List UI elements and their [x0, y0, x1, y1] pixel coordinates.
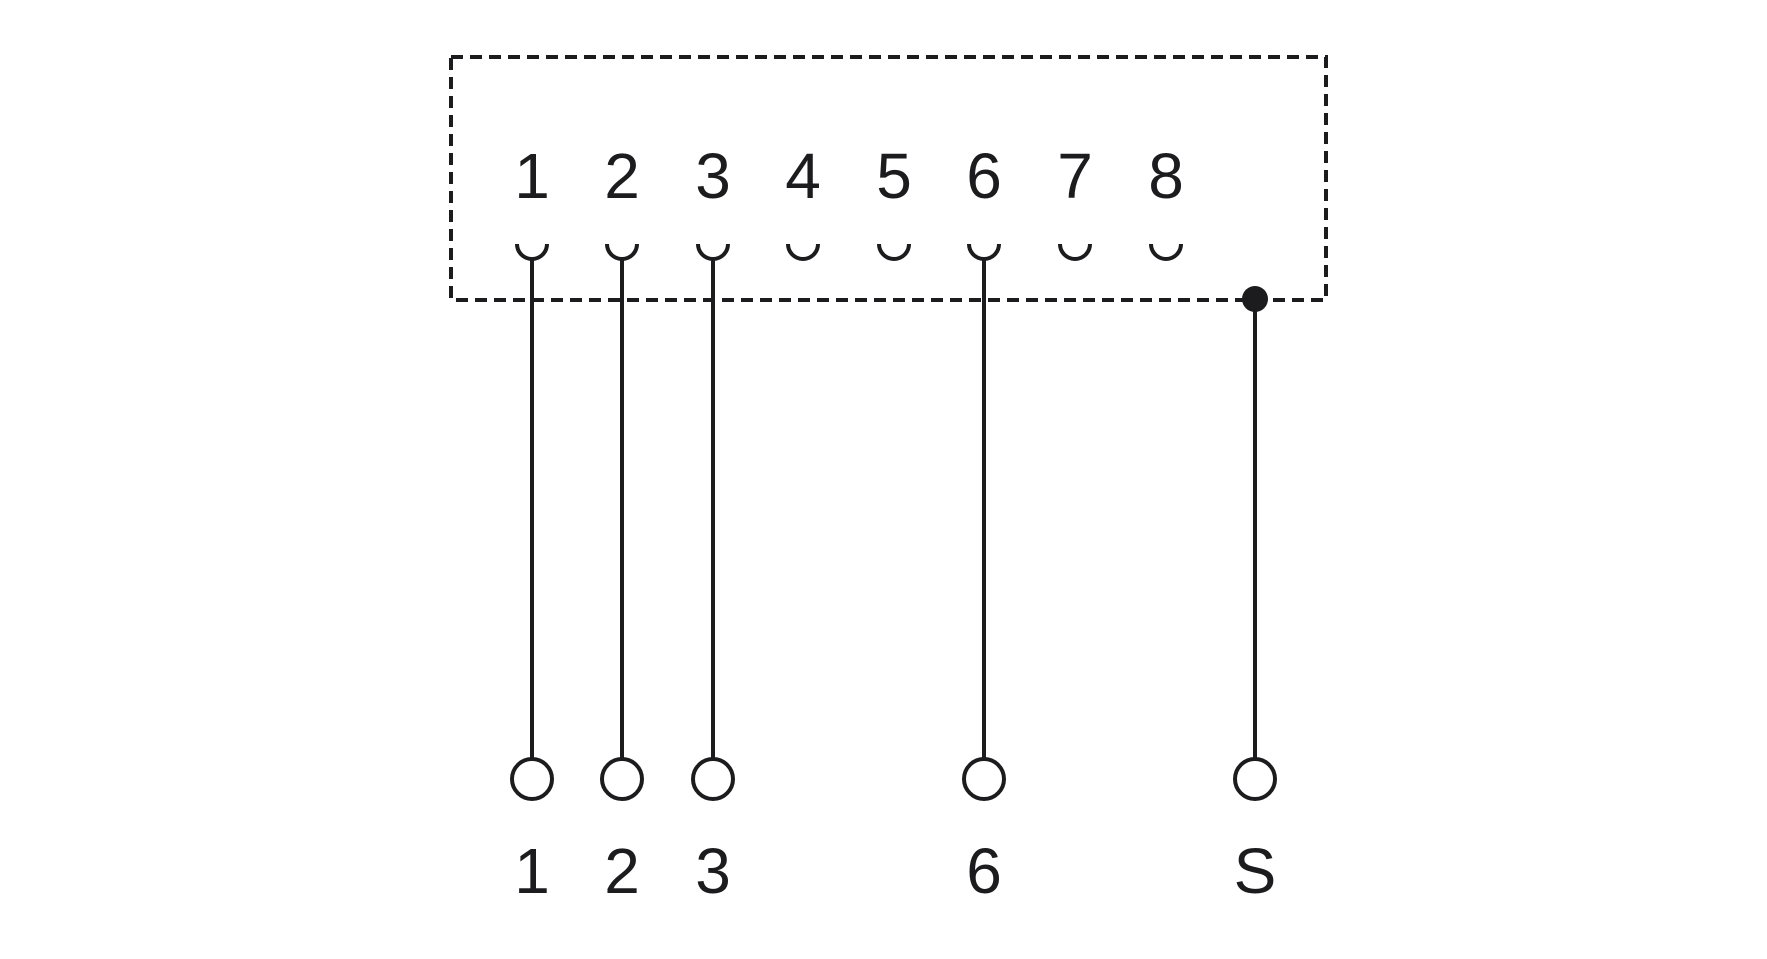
terminal-circle-icon: [600, 757, 644, 801]
terminal-label: 3: [695, 835, 731, 907]
socket-contact-icon: [1149, 243, 1183, 261]
connector-pin-label: 2: [604, 140, 640, 212]
socket-contact-icon: [515, 243, 549, 261]
socket-contact-icon: [967, 243, 1001, 261]
connector-pin-label: 6: [966, 140, 1002, 212]
terminal-label: 1: [514, 835, 550, 907]
socket-contact-icon: [877, 243, 911, 261]
socket-contact-icon: [605, 243, 639, 261]
connector-pin-label: 8: [1148, 140, 1184, 212]
terminal-circle-icon: [510, 757, 554, 801]
connector-pin-label: 1: [514, 140, 550, 212]
connector-pin-label: 3: [695, 140, 731, 212]
socket-contact-icon: [696, 243, 730, 261]
terminal-label: 6: [966, 835, 1002, 907]
connector-pin-label: 5: [876, 140, 912, 212]
shield-junction-dot: [1242, 286, 1268, 312]
socket-contact-icon: [1058, 243, 1092, 261]
connector-pin-label: 4: [785, 140, 821, 212]
terminal-circle-icon: [962, 757, 1006, 801]
connector-pin-label: 7: [1057, 140, 1093, 212]
terminal-label: S: [1234, 835, 1277, 907]
connector-housing-dashed-box: [449, 55, 1328, 302]
terminal-circle-icon: [1233, 757, 1277, 801]
terminal-circle-icon: [691, 757, 735, 801]
terminal-label: 2: [604, 835, 640, 907]
socket-contact-icon: [786, 243, 820, 261]
